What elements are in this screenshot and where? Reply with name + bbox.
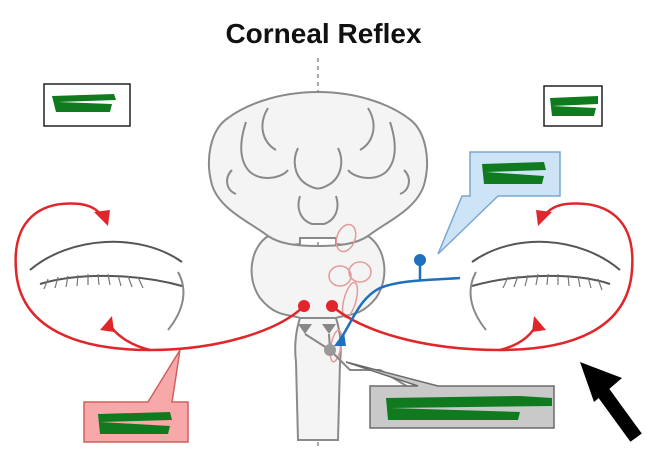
left-arrowhead-bottom [100,316,114,332]
redaction-mark [386,396,552,420]
brainstem-folds [226,107,410,225]
sensory-nuclei [328,223,372,363]
trigeminal-ganglion [414,254,426,266]
redaction-mark [550,96,598,116]
right-eye [471,240,621,287]
left-facial-nucleus [298,300,310,312]
left-eyelashes [43,273,144,290]
sensory-arrowhead [334,332,346,346]
right-arrowhead-bottom [532,316,546,332]
right-arrowhead-top [536,210,552,226]
redaction-mark [52,94,116,112]
left-arrowhead-top [94,210,110,226]
diagram-title: Corneal Reflex [225,18,422,49]
right-eyelashes [502,273,603,291]
left-eye [29,240,183,287]
sensory-pathway [338,264,461,341]
left-interneuron [298,324,312,334]
redaction-mark [482,162,546,184]
left-face-contour [167,271,185,331]
spinal-trigeminal-nucleus [324,344,336,356]
top-right-label-box [543,85,603,127]
right-interneuron [322,324,336,334]
right-face-contour [469,271,487,331]
black-arrow-icon [580,362,642,442]
redaction-mark [98,412,172,434]
right-facial-nucleus [326,300,338,312]
